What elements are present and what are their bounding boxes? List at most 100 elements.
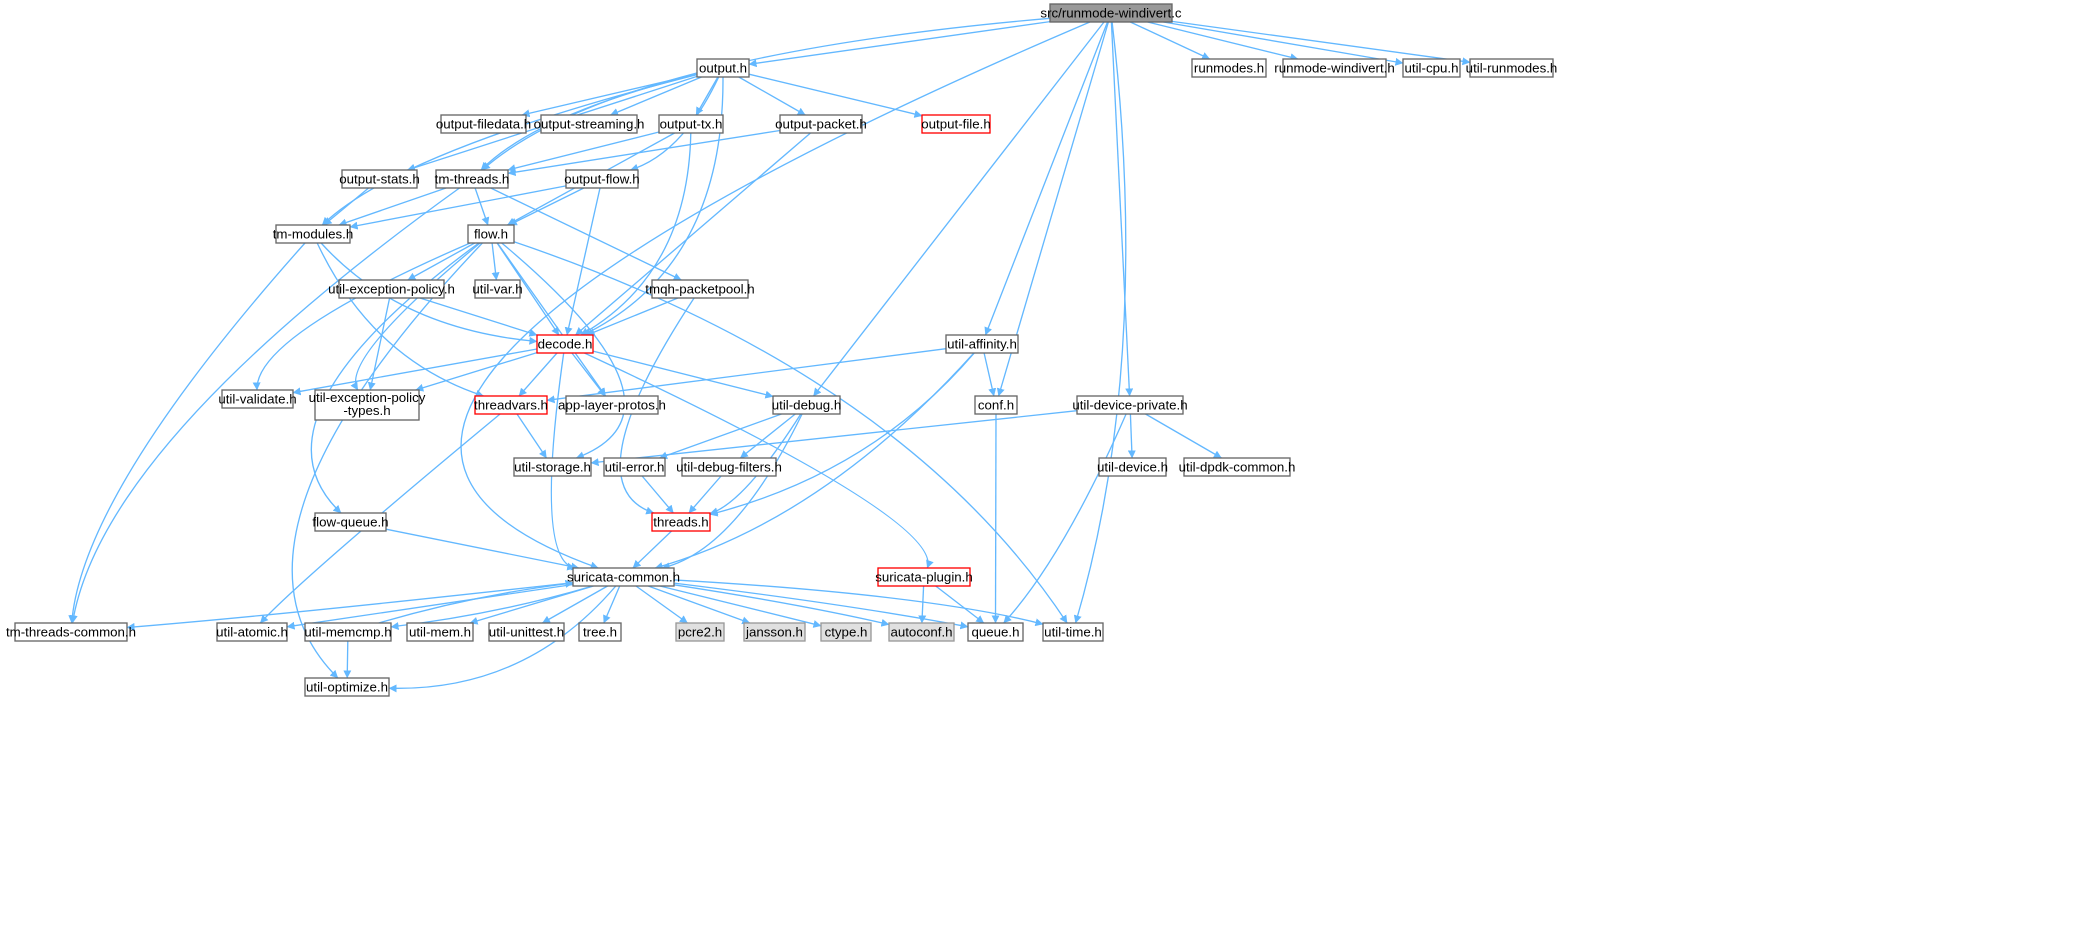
edge-util-error-h-to-threads-h xyxy=(641,475,674,514)
node-box xyxy=(341,169,418,189)
edge-suricata-common-h-to-util-mem-h xyxy=(469,585,594,625)
node-decode-h[interactable]: decode.h xyxy=(536,334,594,354)
node-suricata-plugin-h[interactable]: suricata-plugin.h xyxy=(875,567,973,587)
node-label: decode.h xyxy=(538,337,593,352)
node-box xyxy=(221,389,294,409)
node-util-device-private-h[interactable]: util-device-private.h xyxy=(1072,395,1188,415)
node-util-validate-h[interactable]: util-validate.h xyxy=(218,389,297,409)
node-util-debug-filters-h[interactable]: util-debug-filters.h xyxy=(676,457,782,477)
node-pcre2-h[interactable]: pcre2.h xyxy=(675,622,725,642)
node-label: queue.h xyxy=(971,625,1019,640)
node-label: tree.h xyxy=(583,625,617,640)
node-output-tx-h[interactable]: output-tx.h xyxy=(658,114,724,134)
node-autoconf-h[interactable]: autoconf.h xyxy=(888,622,955,642)
edge-util-debug-h-to-threads-h xyxy=(709,413,802,516)
node-output-h[interactable]: output.h xyxy=(696,58,750,78)
edge-runmode-windivert-c-to-runmodes-h xyxy=(1130,21,1211,60)
node-label: suricata-plugin.h xyxy=(875,570,973,585)
edge-suricata-common-h-to-util-optimize-h xyxy=(388,585,617,693)
node-util-storage-h[interactable]: util-storage.h xyxy=(513,457,592,477)
node-output-file-h[interactable]: output-file.h xyxy=(921,114,991,134)
node-output-stats-h[interactable]: output-stats.h xyxy=(339,169,420,189)
node-util-affinity-h[interactable]: util-affinity.h xyxy=(945,334,1019,354)
node-output-streaming-h[interactable]: output-streaming.h xyxy=(534,114,645,134)
node-tm-threads-common-h[interactable]: tm-threads-common.h xyxy=(6,622,136,642)
edge-util-debug-h-to-suricata-common-h xyxy=(661,413,803,571)
node-output-flow-h[interactable]: output-flow.h xyxy=(564,169,640,189)
node-util-dpdk-common-h[interactable]: util-dpdk-common.h xyxy=(1179,457,1296,477)
node-util-unittest-h[interactable]: util-unittest.h xyxy=(488,622,565,642)
edge-util-debug-h-to-util-debug-filters-h xyxy=(739,413,796,459)
edge-tmqh-packetpool-h-to-threads-h xyxy=(619,297,695,515)
node-util-runmodes-h[interactable]: util-runmodes.h xyxy=(1466,58,1558,78)
edge-output-tx-h-to-decode-h xyxy=(580,132,692,336)
node-box xyxy=(314,389,420,421)
node-label: output-file.h xyxy=(921,117,990,132)
node-label: util-exception-policy.h xyxy=(328,282,455,297)
node-util-atomic-h[interactable]: util-atomic.h xyxy=(216,622,288,642)
node-tm-modules-h[interactable]: tm-modules.h xyxy=(273,224,354,244)
edge-suricata-common-h-to-util-atomic-h xyxy=(286,583,574,630)
node-threads-h[interactable]: threads.h xyxy=(651,512,711,532)
node-util-var-h[interactable]: util-var.h xyxy=(472,279,523,299)
node-util-time-h[interactable]: util-time.h xyxy=(1042,622,1104,642)
node-jansson-h[interactable]: jansson.h xyxy=(743,622,806,642)
node-flow-h[interactable]: flow.h xyxy=(467,224,515,244)
node-box xyxy=(536,334,594,354)
node-label: pcre2.h xyxy=(678,625,722,640)
node-runmodes-h[interactable]: runmodes.h xyxy=(1191,58,1267,78)
node-output-packet-h[interactable]: output-packet.h xyxy=(775,114,867,134)
node-box xyxy=(779,114,863,134)
node-box xyxy=(474,279,521,299)
edge-output-stats-h-to-tm-modules-h xyxy=(323,187,370,226)
node-label: util-storage.h xyxy=(514,460,591,475)
node-util-device-h[interactable]: util-device.h xyxy=(1097,457,1168,477)
node-util-cpu-h[interactable]: util-cpu.h xyxy=(1402,58,1461,78)
node-util-exception-policy-types-h[interactable]: util-exception-policy-types.h xyxy=(309,389,426,421)
node-suricata-common-h[interactable]: suricata-common.h xyxy=(567,567,680,587)
node-output-filedata-h[interactable]: output-filedata.h xyxy=(436,114,531,134)
node-ctype-h[interactable]: ctype.h xyxy=(820,622,872,642)
node-label: util-runmodes.h xyxy=(1466,61,1558,76)
node-util-debug-h[interactable]: util-debug.h xyxy=(772,395,842,415)
node-util-memcmp-h[interactable]: util-memcmp.h xyxy=(304,622,392,642)
node-box xyxy=(1076,395,1184,415)
node-conf-h[interactable]: conf.h xyxy=(974,395,1018,415)
node-util-mem-h[interactable]: util-mem.h xyxy=(406,622,474,642)
node-runmode-windivert-c[interactable]: src/runmode-windivert.c xyxy=(1040,3,1182,23)
node-threadvars-h[interactable]: threadvars.h xyxy=(474,395,548,415)
edge-suricata-common-h-to-queue-h xyxy=(673,582,969,630)
node-queue-h[interactable]: queue.h xyxy=(967,622,1024,642)
edge-runmode-windivert-c-to-output-h xyxy=(748,20,1051,68)
node-label: runmode-windivert.h xyxy=(1274,61,1394,76)
edge-output-h-to-output-filedata-h xyxy=(521,73,698,118)
node-app-layer-protos-h[interactable]: app-layer-protos.h xyxy=(558,395,666,415)
node-label: threadvars.h xyxy=(474,398,548,413)
node-box xyxy=(945,334,1019,354)
edge-flow-h-to-util-var-h xyxy=(491,242,500,281)
node-label: runmodes.h xyxy=(1194,61,1264,76)
edge-runmode-windivert-c-to-tm-threads-h xyxy=(481,17,1051,171)
edge-util-debug-filters-h-to-threads-h xyxy=(688,475,722,514)
edge-util-affinity-h-to-conf-h xyxy=(983,352,997,397)
node-label: util-memcmp.h xyxy=(304,625,391,640)
node-tm-threads-h[interactable]: tm-threads.h xyxy=(435,169,510,189)
node-box xyxy=(406,622,474,642)
node-util-optimize-h[interactable]: util-optimize.h xyxy=(304,677,390,697)
node-util-exception-policy-h[interactable]: util-exception-policy.h xyxy=(328,279,455,299)
node-runmode-windivert-h[interactable]: runmode-windivert.h xyxy=(1274,58,1395,78)
node-box xyxy=(304,622,392,642)
node-flow-queue-h[interactable]: flow-queue.h xyxy=(312,512,389,532)
node-tmqh-packetpool-h[interactable]: tmqh-packetpool.h xyxy=(645,279,755,299)
edge-flow-queue-h-to-suricata-common-h xyxy=(385,528,580,571)
node-label: tm-threads.h xyxy=(435,172,510,187)
edge-output-h-to-output-streaming-h xyxy=(610,76,702,116)
node-tree-h[interactable]: tree.h xyxy=(578,622,622,642)
edge-output-h-to-output-packet-h xyxy=(738,76,806,116)
edge-threads-h-to-suricata-common-h xyxy=(632,530,673,569)
node-box xyxy=(1282,58,1387,78)
node-label: util-device.h xyxy=(1097,460,1168,475)
node-label: output.h xyxy=(699,61,747,76)
node-util-error-h[interactable]: util-error.h xyxy=(603,457,666,477)
edge-runmode-windivert-c-to-util-time-h xyxy=(1073,21,1127,624)
